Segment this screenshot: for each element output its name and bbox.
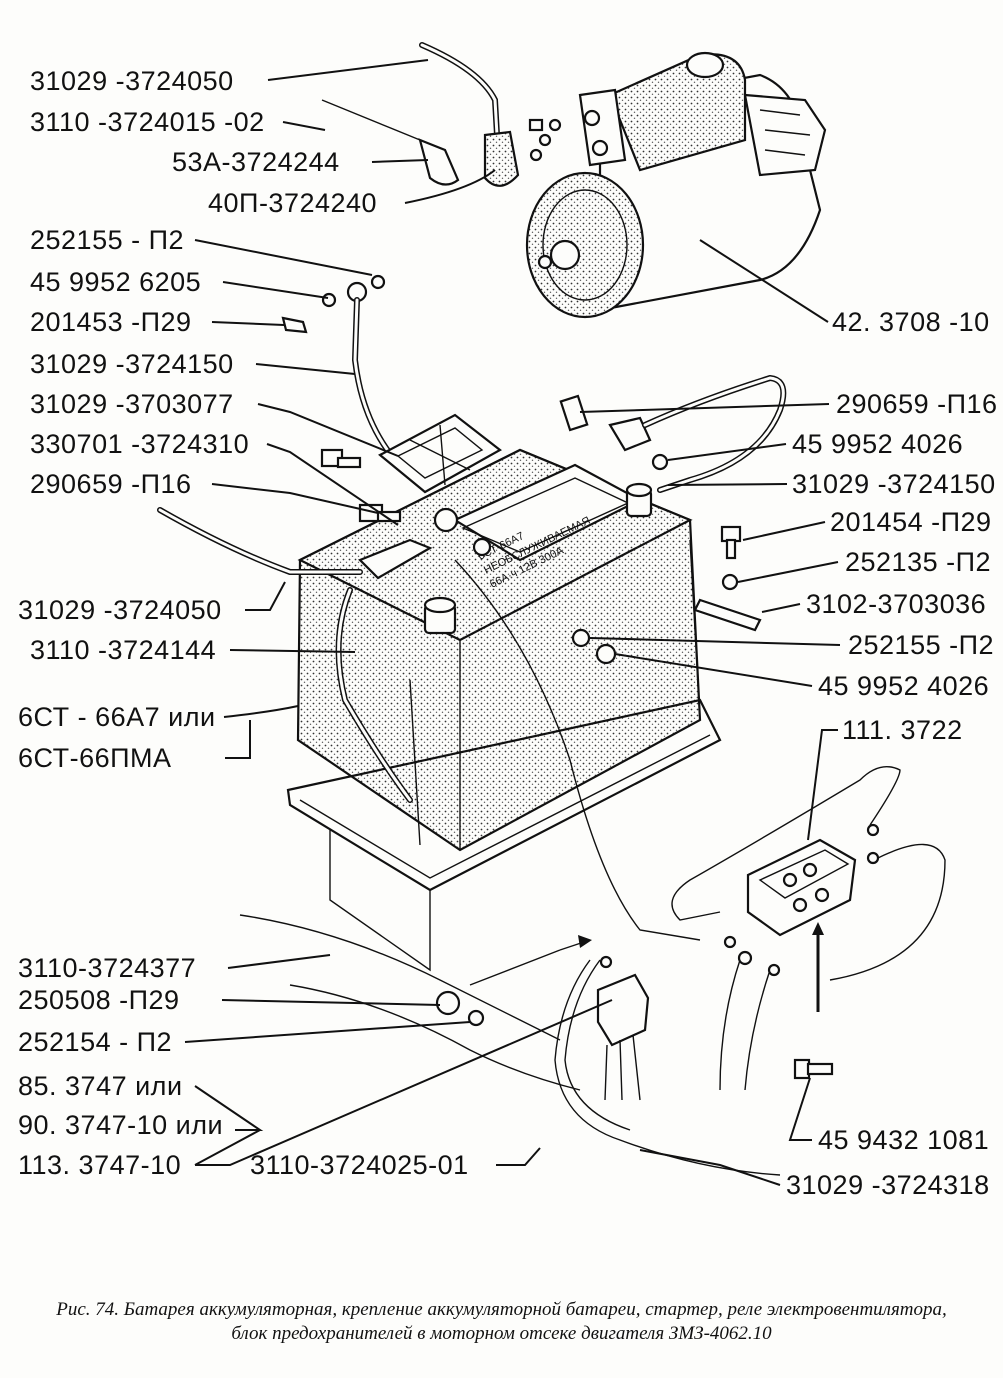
part-label: 3110 -3724144 — [30, 635, 216, 665]
battery-tray — [239, 698, 722, 1091]
figure-caption: Рис. 74. Батарея аккумуляторная, креплен… — [20, 1298, 983, 1346]
part-label: 290659 -П16 — [836, 389, 998, 419]
part-label: 90. 3747-10 или — [18, 1110, 223, 1140]
fuse-block — [671, 766, 946, 1080]
part-label: 252155 -П2 — [848, 630, 994, 660]
part-label: 113. 3747-10 — [18, 1150, 181, 1180]
part-label: 45 9952 6205 — [30, 267, 201, 297]
part-label: 3110 -3724015 -02 — [30, 107, 265, 137]
part-label: 31029 -3703077 — [30, 389, 234, 419]
part-label: 45 9432 1081 — [818, 1125, 989, 1155]
part-label: 330701 -3724310 — [30, 429, 249, 459]
clamp-parts-right — [571, 525, 762, 665]
part-label: 252155 - П2 — [30, 225, 184, 255]
part-label: 31029 -3724150 — [792, 469, 996, 499]
battery: 6СТ-66А7 НЕОБСЛУЖИВАЕМАЯ 66А·ч 12В 300А — [296, 448, 702, 852]
part-label: 31029 -3724318 — [786, 1170, 990, 1200]
part-label: 252154 - П2 — [18, 1027, 172, 1057]
terminal-bolts-left — [157, 448, 701, 941]
starter-motor — [525, 51, 827, 319]
part-label: 252135 -П2 — [845, 547, 991, 577]
part-label: 201454 -П29 — [830, 507, 992, 537]
part-label: 40П-3724240 — [208, 188, 377, 218]
part-label: 42. 3708 -10 — [832, 307, 990, 337]
part-label: 290659 -П16 — [30, 469, 192, 499]
part-label: 111. 3722 — [842, 715, 963, 745]
part-label: 85. 3747 или — [18, 1071, 183, 1101]
part-label: 250508 -П29 — [18, 985, 180, 1015]
left-labels: 31029 -3724050 3110 -3724015 -02 53А-372… — [18, 66, 469, 1180]
part-label: 201453 -П29 — [30, 307, 192, 337]
leader-lines — [184, 59, 841, 1186]
part-label: 31029 -3724050 — [18, 595, 222, 625]
part-label: 31029 -3724150 — [30, 349, 234, 379]
top-cables — [321, 42, 544, 187]
part-label: 31029 -3724050 — [30, 66, 234, 96]
part-label: 6СТ - 66А7 или — [18, 702, 216, 732]
part-label: 45 9952 4026 — [818, 671, 989, 701]
right-labels: 42. 3708 -10 290659 -П16 45 9952 4026 31… — [786, 307, 998, 1200]
hold-down-clamp — [378, 413, 502, 494]
positive-cable — [559, 374, 787, 493]
part-label: 3110-3724377 — [18, 953, 196, 983]
fan-relay — [469, 935, 781, 1176]
part-label: 45 9952 4026 — [792, 429, 963, 459]
relay-fasteners — [435, 990, 485, 1027]
caption-line-1: Рис. 74. Батарея аккумуляторная, креплен… — [56, 1299, 947, 1320]
caption-line-2: блок предохранителей в моторном отсеке д… — [231, 1323, 772, 1344]
part-label: 3102-3703036 — [806, 589, 986, 619]
part-label: 53А-3724244 — [172, 147, 340, 177]
part-label: 3110-3724025-01 — [250, 1150, 469, 1180]
part-label: 6СТ-66ПМА — [18, 743, 172, 773]
